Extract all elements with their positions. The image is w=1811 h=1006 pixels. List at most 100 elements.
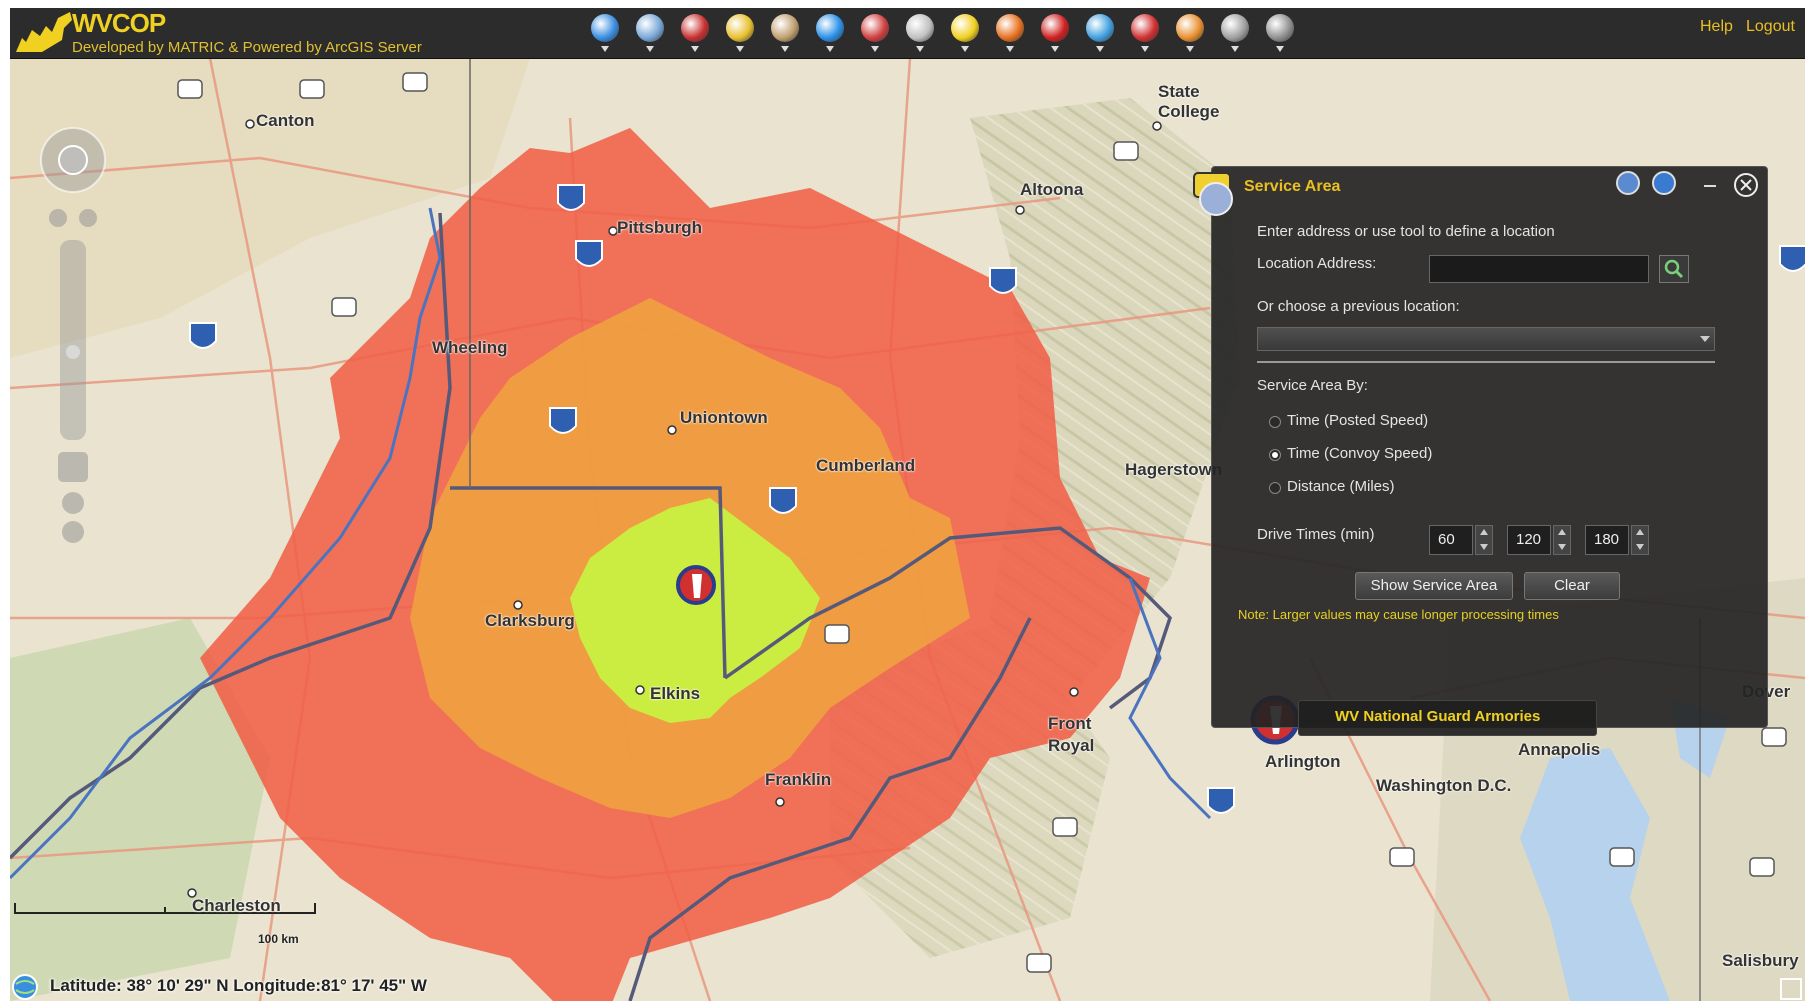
map-view[interactable]: Canton Pittsburgh Altoona State College … bbox=[10, 58, 1805, 1001]
chevron-down-icon bbox=[1006, 46, 1014, 52]
expand-icon[interactable] bbox=[1780, 978, 1802, 1000]
city-label-canton: Canton bbox=[256, 111, 315, 130]
chevron-up-icon[interactable] bbox=[1636, 529, 1644, 535]
service-area-by-label: Service Area By: bbox=[1257, 377, 1368, 394]
option-label-distance-miles: Distance (Miles) bbox=[1287, 478, 1395, 495]
logout-link[interactable]: Logout bbox=[1746, 18, 1795, 35]
pan-control[interactable] bbox=[40, 127, 106, 193]
radio-time-posted-speed[interactable] bbox=[1269, 416, 1281, 428]
globe-icon bbox=[591, 14, 619, 42]
radio-time-convoy-speed[interactable] bbox=[1269, 449, 1281, 461]
location-address-input[interactable] bbox=[1429, 255, 1649, 283]
drive-time-value-1[interactable]: 60 bbox=[1429, 525, 1473, 555]
measure-tool-button[interactable] bbox=[1081, 12, 1119, 56]
chevron-down-icon bbox=[1051, 46, 1059, 52]
minimize-icon[interactable] bbox=[1704, 185, 1716, 187]
chesapeake-bay bbox=[1520, 748, 1670, 1001]
cone-tool-button[interactable] bbox=[991, 12, 1029, 56]
chevron-down-icon[interactable] bbox=[1558, 544, 1566, 550]
zoom-slider[interactable] bbox=[60, 240, 86, 440]
weather-icon bbox=[636, 14, 664, 42]
rss-tool-button[interactable] bbox=[1171, 12, 1209, 56]
rotate-right-icon[interactable] bbox=[79, 209, 97, 227]
city-label-salisbury: Salisbury bbox=[1722, 951, 1799, 970]
chevron-down-icon bbox=[691, 46, 699, 52]
city-dots bbox=[187, 119, 1373, 898]
interstate-shields bbox=[189, 184, 1805, 814]
city-label-washington: Washington D.C. bbox=[1376, 776, 1512, 795]
city-label-pittsburgh: Pittsburgh bbox=[617, 218, 702, 237]
chevron-down-icon bbox=[1700, 336, 1710, 342]
city-label-annapolis: Annapolis bbox=[1518, 740, 1601, 759]
drive-time-spin-3[interactable] bbox=[1631, 525, 1649, 555]
drive-time-value-2[interactable]: 120 bbox=[1507, 525, 1551, 555]
layers-tool-button[interactable] bbox=[766, 12, 804, 56]
umbrella-tool-button[interactable] bbox=[1126, 12, 1164, 56]
weather-tool-button[interactable] bbox=[631, 12, 669, 56]
scale-bar bbox=[14, 903, 316, 914]
globe-tool-icon[interactable] bbox=[1650, 169, 1678, 197]
drive-time-spin-2[interactable] bbox=[1553, 525, 1571, 555]
search-button[interactable] bbox=[1659, 255, 1689, 283]
divider bbox=[1257, 361, 1715, 363]
chevron-down-icon bbox=[781, 46, 789, 52]
zoom-in-icon[interactable] bbox=[62, 492, 84, 514]
rss-icon bbox=[1176, 14, 1204, 42]
show-service-area-button[interactable]: Show Service Area bbox=[1355, 572, 1513, 600]
star-icon bbox=[951, 14, 979, 42]
city-label-wheeling: Wheeling bbox=[432, 338, 508, 357]
alert-tool-button[interactable] bbox=[676, 12, 714, 56]
satellite-tool-button[interactable] bbox=[1216, 12, 1254, 56]
chevron-down-icon[interactable] bbox=[1636, 544, 1644, 550]
chevron-up-icon[interactable] bbox=[1558, 529, 1566, 535]
city-label-franklin: Franklin bbox=[765, 770, 832, 789]
drive-time-value-3[interactable]: 180 bbox=[1585, 525, 1629, 555]
flag-tool-button[interactable] bbox=[1036, 12, 1074, 56]
chevron-down-icon bbox=[916, 46, 924, 52]
chevron-down-icon bbox=[826, 46, 834, 52]
chevron-down-icon[interactable] bbox=[1480, 544, 1488, 550]
armory-tooltip: WV National Guard Armories bbox=[1298, 700, 1597, 736]
globe-tool-button[interactable] bbox=[586, 12, 624, 56]
panel-instruction: Enter address or use tool to define a lo… bbox=[1257, 223, 1555, 240]
chevron-down-icon bbox=[1231, 46, 1239, 52]
previous-location-label: Or choose a previous location: bbox=[1257, 298, 1460, 315]
help-link[interactable]: Help bbox=[1700, 18, 1733, 35]
route-tool-button[interactable] bbox=[856, 12, 894, 56]
drive-time-spin-1[interactable] bbox=[1475, 525, 1493, 555]
star-tool-button[interactable] bbox=[946, 12, 984, 56]
map-navigation-control bbox=[32, 120, 114, 550]
chevron-down-icon bbox=[961, 46, 969, 52]
route-shields bbox=[177, 72, 1787, 973]
app-title: WVCOP bbox=[72, 8, 166, 38]
armory-marker[interactable] bbox=[676, 565, 716, 605]
chevron-up-icon[interactable] bbox=[1480, 529, 1488, 535]
print-icon bbox=[906, 14, 934, 42]
umbrella-icon bbox=[1131, 14, 1159, 42]
city-label-clarksburg: Clarksburg bbox=[485, 611, 575, 630]
terrain-farmland bbox=[10, 58, 530, 358]
option-label-time-posted-speed: Time (Posted Speed) bbox=[1287, 412, 1429, 429]
search-icon bbox=[1664, 259, 1684, 279]
chevron-down-icon bbox=[646, 46, 654, 52]
rotate-left-icon[interactable] bbox=[49, 209, 67, 227]
pan-hand-icon[interactable] bbox=[58, 452, 88, 482]
chevron-down-icon bbox=[871, 46, 879, 52]
city-label-uniontown: Uniontown bbox=[680, 408, 768, 427]
info-tool-button[interactable] bbox=[811, 12, 849, 56]
clear-button[interactable]: Clear bbox=[1524, 572, 1620, 600]
locate-tool-icon[interactable] bbox=[1614, 169, 1642, 197]
tools-icon bbox=[1266, 14, 1294, 42]
chevron-down-icon bbox=[601, 46, 609, 52]
zoom-out-icon[interactable] bbox=[62, 521, 84, 543]
lightning-tool-button[interactable] bbox=[721, 12, 759, 56]
globe-icon bbox=[12, 974, 38, 1000]
previous-location-select[interactable] bbox=[1257, 327, 1715, 351]
city-label-cumberland: Cumberland bbox=[816, 456, 916, 475]
tools-tool-button[interactable] bbox=[1261, 12, 1299, 56]
state-borders bbox=[10, 212, 1173, 1001]
alert-icon bbox=[681, 14, 709, 42]
close-icon[interactable] bbox=[1732, 171, 1760, 199]
print-tool-button[interactable] bbox=[901, 12, 939, 56]
radio-distance-miles[interactable] bbox=[1269, 482, 1281, 494]
